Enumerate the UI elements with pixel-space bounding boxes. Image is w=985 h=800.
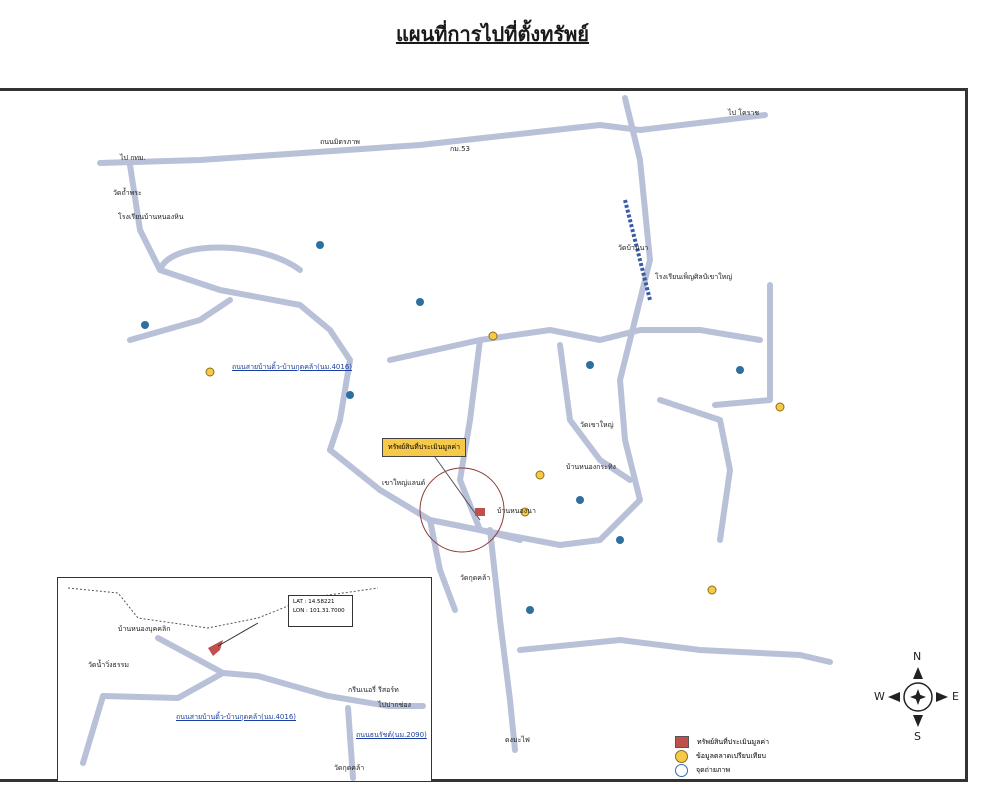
- inset-road-label: ถนนธนรัชต์(นม.2090): [356, 731, 427, 739]
- road: [517, 637, 833, 665]
- road: [327, 447, 523, 543]
- road: [427, 517, 458, 613]
- map-label: วัดบ้านนา: [618, 244, 649, 252]
- road: [387, 327, 763, 363]
- road: [157, 244, 303, 273]
- road: [487, 527, 518, 753]
- legend-item: ทรัพย์สินที่ประเมินมูลค่า: [675, 735, 769, 749]
- latitude: LAT : 14.58221: [293, 599, 335, 605]
- road: [712, 282, 773, 408]
- map-label: บ้านหนองกระทิง: [566, 463, 616, 471]
- longitude: LON : 101.31.7000: [293, 608, 345, 614]
- map-label: บ้านหนองนา: [497, 507, 536, 515]
- inset-subject-marker: [208, 640, 223, 656]
- map-label: ดงมะไฟ: [505, 736, 530, 744]
- compass-n: N: [913, 650, 922, 663]
- legend-label: จุดถ่ายภาพ: [696, 765, 731, 774]
- inset-roads: [67, 587, 426, 781]
- km-label: กม.53: [450, 145, 470, 153]
- road: [127, 162, 353, 453]
- road: [457, 337, 483, 533]
- map-frame: [0, 88, 968, 782]
- map-label: เขาใหญ่แลนด์: [382, 479, 426, 487]
- camera-point-icon: [675, 763, 688, 777]
- map-label: โรงเรียนเพ็ญศิลป์เขาใหญ่: [655, 273, 733, 281]
- inset-label: วัดกุดคล้า: [334, 764, 365, 772]
- map-label: โรงเรียนบ้านหนองหิน: [118, 213, 184, 221]
- railway: [623, 199, 652, 301]
- road-label: ถนนสายบ้านติ้ว-บ้านกุดคล้า(นม.4016): [232, 363, 353, 371]
- comparison-markers: [205, 331, 785, 595]
- landmark-icons: [141, 241, 744, 614]
- map-label: วัดถ้ำพระ: [113, 189, 142, 197]
- inset-map: LAT : 14.58221 LON : 101.31.7000 บ้านหนอ…: [57, 577, 432, 782]
- legend-item: ข้อมูลตลาดเปรียบเทียบ: [675, 749, 769, 763]
- legend-item: จุดถ่ายภาพ: [675, 763, 769, 777]
- comparison-icon: [675, 749, 688, 763]
- legend-label: ข้อมูลตลาดเปรียบเทียบ: [696, 751, 766, 760]
- direction-label: ไป กทม.: [120, 154, 146, 162]
- road: [657, 397, 733, 543]
- subject-property-icon: [675, 736, 689, 748]
- inset-label: วัดน้ำวิ่งธรรม: [88, 661, 129, 669]
- inset-road-label: ถนนสายบ้านติ้ว-บ้านกุดคล้า(นม.4016): [176, 713, 297, 721]
- road: [127, 297, 233, 343]
- subject-property-callout: ทรัพย์สินที่ประเมินมูลค่า: [382, 438, 467, 457]
- compass-icon: [888, 667, 948, 727]
- road-main: [97, 112, 768, 166]
- direction-label: ไป โคราช: [728, 109, 760, 117]
- road: [477, 95, 653, 548]
- road: [557, 342, 633, 483]
- compass-w: W: [874, 690, 885, 703]
- map-label: วัดกุดคล้า: [460, 574, 491, 582]
- map-label: วัดเขาใหญ่: [580, 421, 614, 429]
- legend: ทรัพย์สินที่ประเมินมูลค่า ข้อมูลตลาดเปรี…: [675, 735, 769, 777]
- compass-s: S: [914, 730, 921, 743]
- compass-e: E: [952, 690, 959, 703]
- inset-label: กรีนเนอรี่ รีสอร์ท: [348, 686, 399, 694]
- callout-line: [429, 449, 481, 521]
- coordinates-box: LAT : 14.58221 LON : 101.31.7000: [288, 595, 353, 627]
- road-label: ถนนมิตรภาพ: [320, 138, 360, 146]
- page-title: แผนที่การไปที่ตั้งทรัพย์: [395, 22, 590, 46]
- legend-label: ทรัพย์สินที่ประเมินมูลค่า: [697, 737, 770, 746]
- inset-label: บ้านหนองบุคคลิก: [118, 625, 171, 633]
- subject-area-circle: [419, 467, 505, 553]
- inset-label: ไปปากช่อง: [378, 701, 411, 709]
- subject-property-marker: [475, 508, 485, 516]
